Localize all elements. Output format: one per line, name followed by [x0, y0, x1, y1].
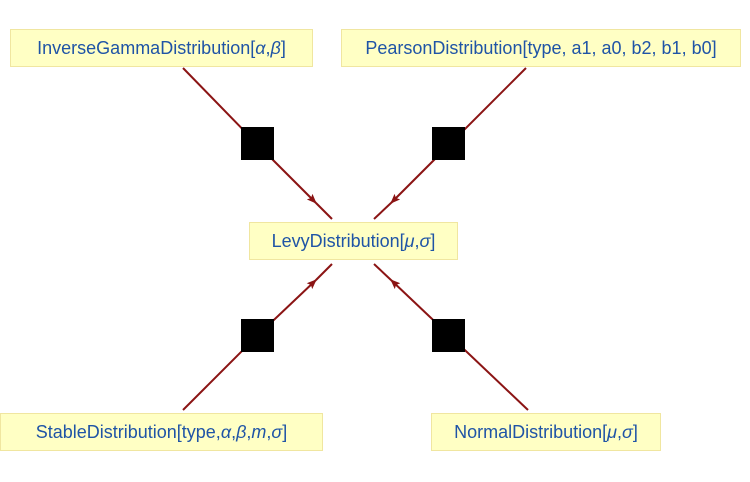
param-mu: μ	[607, 421, 618, 442]
param-separator: ,	[246, 421, 252, 442]
node-label-close: ]	[632, 421, 638, 442]
edge-levy-top-left-stub	[315, 202, 333, 220]
param-sigma: σ	[419, 230, 431, 251]
param-beta: β	[270, 37, 281, 58]
junction-normal	[432, 319, 465, 352]
edge-levy-bottom-left-stub	[315, 263, 333, 281]
param-m: m	[251, 421, 267, 442]
param-alpha: α	[255, 37, 266, 58]
node-inverse-gamma-distribution[interactable]: InverseGammaDistribution[ α , β ]	[10, 29, 313, 67]
param-sigma: σ	[622, 421, 633, 442]
node-normal-distribution[interactable]: NormalDistribution[ μ , σ ]	[431, 413, 661, 451]
node-levy-distribution[interactable]: LevyDistribution[ μ , σ ]	[249, 222, 458, 260]
param-separator: ,	[231, 421, 237, 442]
junction-pearson	[432, 127, 465, 160]
param-beta: β	[236, 421, 247, 442]
node-label-name: InverseGammaDistribution[	[37, 37, 256, 58]
node-label-close: ]	[282, 421, 288, 442]
edge-levy-top-right-stub	[373, 202, 392, 220]
node-label: PearsonDistribution[type, a1, a0, b2, b1…	[365, 37, 717, 58]
junction-inverse-gamma	[241, 127, 274, 160]
node-label-close: ]	[280, 37, 286, 58]
node-label-close: ]	[430, 230, 436, 251]
node-stable-distribution[interactable]: StableDistribution[type, α , β , m , σ ]	[0, 413, 323, 451]
edge-levy-bottom-right-stub	[373, 263, 392, 281]
node-label-name: NormalDistribution[	[454, 421, 608, 442]
param-mu: μ	[404, 230, 415, 251]
node-pearson-distribution[interactable]: PearsonDistribution[type, a1, a0, b2, b1…	[341, 29, 741, 67]
node-label-name: LevyDistribution[	[271, 230, 405, 251]
param-separator: ,	[617, 421, 623, 442]
param-alpha: α	[220, 421, 232, 442]
node-label-name: StableDistribution[type,	[35, 421, 221, 442]
param-sigma: σ	[271, 421, 283, 442]
param-separator: ,	[414, 230, 420, 251]
param-separator: ,	[266, 421, 272, 442]
junction-stable	[241, 319, 274, 352]
param-separator: ,	[265, 37, 271, 58]
